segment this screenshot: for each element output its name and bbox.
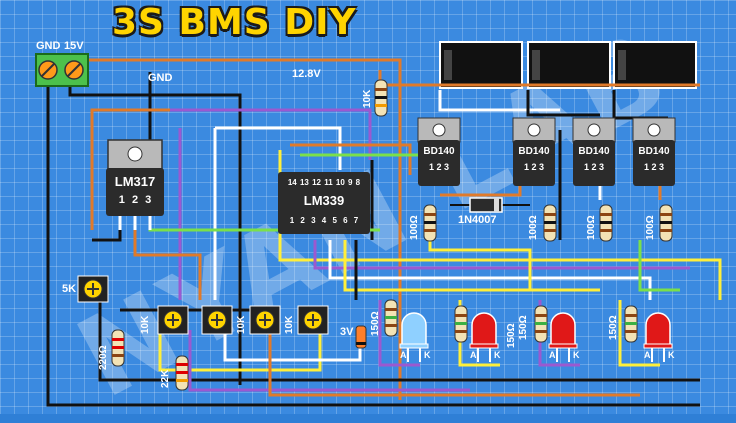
resistor-label-150-3: 150Ω [518,315,529,340]
lm339-name: LM339 [303,193,345,208]
led-blue [399,312,429,362]
transistor-bd140-4: BD140 1 2 3 [633,140,675,186]
led-pin-k: K [668,350,675,360]
pot-label-10k-3: 10K [284,315,295,334]
led-pin-a: A [470,350,477,360]
resistor-220 [111,329,125,367]
resistor-10k-top [374,79,388,117]
led-pin-k: K [424,350,431,360]
transistor-pins: 1 2 3 [583,162,605,172]
lm339-bottom-pins: 1 2 3 4 5 6 7 [289,216,359,225]
wiring-layer [35,41,722,407]
leds [399,312,673,362]
battery-cells [439,41,697,89]
pot-label-10k-2: 10K [236,315,247,334]
resistor-label-100-1: 100Ω [409,215,420,240]
diode-1n4007 [450,197,530,213]
resistor-150-1 [384,299,398,337]
led-pin-k: K [573,350,580,360]
power-terminal-block [35,53,89,87]
resistors [111,79,673,391]
resistor-100-2 [543,204,557,242]
battery-cell-3 [613,41,697,89]
resistor-label-10k: 10K [362,89,373,108]
resistor-label-220: 220Ω [98,345,109,370]
transistor-name: BD140 [518,146,550,157]
transistor-bd140-1: BD140 1 2 3 [418,140,460,186]
transistor-name: BD140 [423,146,455,157]
lm317-pins: 1 2 3 [118,194,152,206]
resistor-label-150-1: 150Ω [370,311,381,336]
transistor-bd140-2: BD140 1 2 3 [513,140,555,186]
resistor-label-100-4: 100Ω [645,215,656,240]
resistor-150-4 [624,305,638,343]
resistor-label-100-2: 100Ω [528,215,539,240]
pot-10k-4 [297,305,329,335]
led-red-1 [469,312,499,362]
terminal-label-gnd: GND [36,40,61,52]
pot-5k [77,275,109,303]
zener-diode-3v [355,325,367,349]
potentiometers [77,275,329,335]
resistor-150-2 [454,305,468,343]
rail-label-12v8: 12.8V [292,68,321,80]
led-pin-a: A [644,350,651,360]
pot-10k-3 [249,305,281,335]
lm339-comparator: 14 13 12 11 10 9 8 LM339 1 2 3 4 5 6 7 [278,172,370,234]
pot-label-5k: 5K [62,283,77,295]
transistor-pins: 1 2 3 [428,162,450,172]
pot-10k-1 [157,305,189,335]
wires [46,58,722,407]
pot-10k-2 [201,305,233,335]
pot-label-10k-1: 10K [140,315,151,334]
resistor-label-100-3: 100Ω [586,215,597,240]
resistor-100-4 [659,204,673,242]
transistor-bd140-3: BD140 1 2 3 [573,140,615,186]
lm317-package [107,139,163,230]
diode-label: 1N4007 [458,214,497,226]
zener-label: 3V [340,326,354,338]
terminal-label-15v: 15V [64,40,84,52]
resistor-label-150-2: 150Ω [506,323,517,348]
battery-cell-2 [527,41,611,89]
transistor-pins: 1 2 3 [523,162,545,172]
resistor-label-22k: 22K [160,369,171,388]
led-pin-k: K [494,350,501,360]
transistor-name: BD140 [638,146,670,157]
transistor-packages [417,117,676,143]
resistor-150-3 [534,305,548,343]
led-pin-a: A [549,350,556,360]
resistor-label-150-4: 150Ω [608,315,619,340]
transistor-pins: 1 2 3 [643,162,665,172]
transistor-name: BD140 [578,146,610,157]
led-red-3 [643,312,673,362]
rail-label-gnd: GND [148,72,173,84]
lm317-name: LM317 [114,174,156,189]
lm317-regulator: LM317 1 2 3 [106,168,164,216]
resistor-100-1 [423,204,437,242]
lm339-top-pins: 14 13 12 11 10 9 8 [287,178,361,187]
battery-cell-1 [439,41,523,89]
resistor-100-3 [599,204,613,242]
page-title: 3S BMS DIY [112,2,357,43]
led-pin-a: A [400,350,407,360]
resistor-22k [175,355,189,391]
led-red-2 [548,312,578,362]
